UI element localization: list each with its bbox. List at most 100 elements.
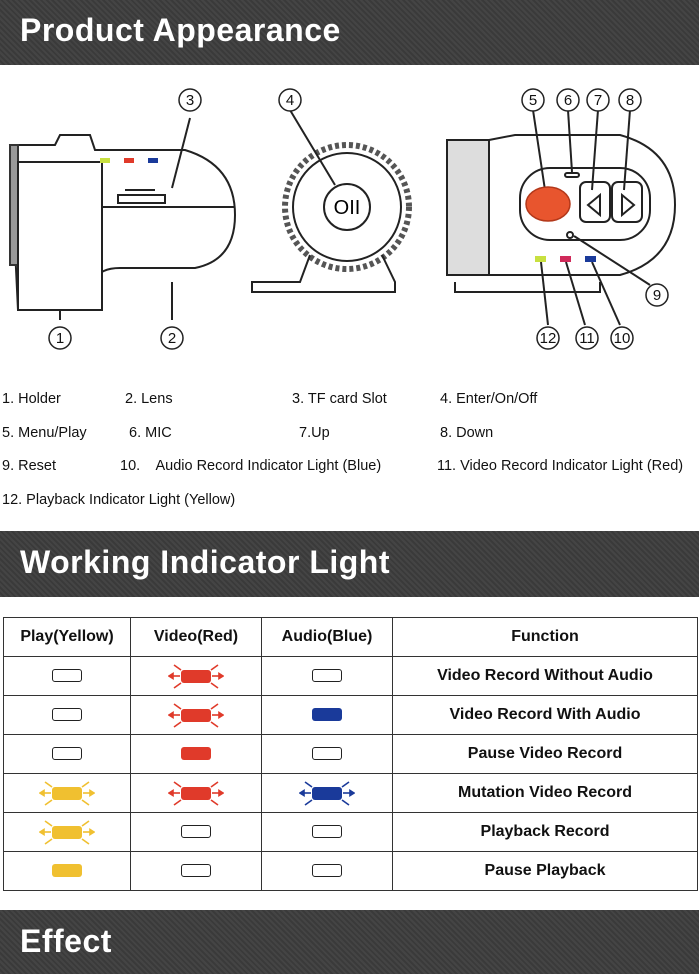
cell-play: [3, 812, 131, 852]
callout-number-4: 4: [286, 92, 294, 109]
yellow-led-back: [535, 256, 546, 262]
callout-circle-6: [556, 88, 580, 112]
parts-list: 1. Holder 2. Lens 3. TF card Slot 4. Ent…: [0, 385, 699, 525]
camera-front-view: [251, 109, 412, 293]
cell-video: [130, 773, 262, 813]
callout-circle-5: [521, 88, 545, 112]
audio-led-on: [312, 708, 342, 722]
part-12: 12. Playback Indicator Light (Yellow): [2, 492, 236, 508]
part-4: 4. Enter/On/Off: [440, 391, 538, 407]
cell-video: [130, 734, 262, 774]
audio-led-off: [312, 669, 342, 683]
table-row: Pause Playback: [3, 851, 698, 891]
callout-circle-9: [645, 283, 669, 307]
video-led-off: [181, 864, 211, 878]
cell-audio: [261, 812, 393, 852]
video-led-blink: [168, 664, 224, 689]
cell-audio: [261, 734, 393, 774]
cell-audio: [261, 695, 393, 735]
callout-number-5: 5: [529, 92, 537, 109]
table-row: Video Record With Audio: [3, 695, 698, 735]
callout-circle-4: [278, 88, 302, 112]
product-appearance-banner: Product Appearance: [0, 0, 699, 65]
cell-function: Video Record With Audio: [392, 695, 698, 735]
cell-audio: [261, 773, 393, 813]
callout-number-9: 9: [653, 287, 661, 304]
part-5: 5. Menu/Play: [2, 425, 87, 441]
callout-circle-10: [610, 326, 634, 350]
camera-side-view: [8, 117, 237, 320]
section-title: Product Appearance: [20, 12, 341, 48]
table-row: Pause Video Record: [3, 734, 698, 774]
table-row: Playback Record: [3, 812, 698, 852]
callout-circle-12: [536, 326, 560, 350]
section-title: Working Indicator Light: [20, 544, 390, 580]
video-led-on: [181, 747, 211, 761]
working-indicator-banner: Working Indicator Light: [0, 531, 699, 597]
blue-led-back: [585, 256, 596, 262]
part-7: 7.Up: [299, 425, 330, 441]
callout-number-1: 1: [56, 330, 64, 347]
section-title: Effect: [20, 923, 112, 959]
table-row: Video Record Without Audio: [3, 656, 698, 696]
callout-number-3: 3: [186, 92, 194, 109]
indicator-table: Play(Yellow) Video(Red) Audio(Blue) Func…: [3, 617, 698, 891]
audio-led-off: [312, 747, 342, 761]
video-led-blink: [168, 781, 224, 806]
callout-number-6: 6: [564, 92, 572, 109]
enter-button-glyph: OII: [334, 197, 361, 219]
table-row: Mutation Video Record: [3, 773, 698, 813]
cell-play: [3, 734, 131, 774]
red-led-back: [560, 256, 571, 262]
play-led-off: [52, 747, 82, 761]
part-9: 9. Reset: [2, 458, 56, 474]
audio-led-off: [312, 825, 342, 839]
cell-function: Video Record Without Audio: [392, 656, 698, 696]
header-function: Function: [392, 617, 698, 657]
play-led-off: [52, 669, 82, 683]
part-11: 11. Video Record Indicator Light (Red): [437, 458, 684, 474]
cell-play: [3, 773, 131, 813]
callout-circle-7: [586, 88, 610, 112]
cell-video: [130, 656, 262, 696]
cell-video: [130, 812, 262, 852]
callout-circle-1: [48, 326, 72, 350]
header-play: Play(Yellow): [3, 617, 131, 657]
callout-number-2: 2: [168, 330, 176, 347]
play-led-on: [52, 864, 82, 878]
part-2: 2. Lens: [125, 391, 173, 407]
play-led-off: [52, 708, 82, 722]
header-audio: Audio(Blue): [261, 617, 393, 657]
table-header-row: Play(Yellow) Video(Red) Audio(Blue) Func…: [3, 617, 698, 657]
part-8: 8. Down: [440, 425, 494, 441]
callout-number-11: 11: [579, 330, 595, 347]
cell-audio: [261, 851, 393, 891]
play-led-blink: [39, 781, 95, 806]
video-led-blink: [168, 703, 224, 728]
blue-led-side: [148, 158, 158, 163]
callout-circle-8: [618, 88, 642, 112]
cell-audio: [261, 656, 393, 696]
cell-play: [3, 851, 131, 891]
play-led-blink: [39, 820, 95, 845]
header-video: Video(Red): [130, 617, 262, 657]
cell-function: Pause Video Record: [392, 734, 698, 774]
cell-function: Mutation Video Record: [392, 773, 698, 813]
cell-play: [3, 695, 131, 735]
menu-play-button: [525, 186, 571, 222]
cell-function: Pause Playback: [392, 851, 698, 891]
audio-led-blink: [299, 781, 355, 806]
effect-banner: Effect: [0, 910, 699, 974]
camera-back-view: [446, 109, 677, 326]
cell-video: [130, 695, 262, 735]
part-3: 3. TF card Slot: [292, 391, 387, 407]
cell-video: [130, 851, 262, 891]
cell-function: Playback Record: [392, 812, 698, 852]
callout-circle-3: [178, 88, 202, 112]
yellow-led-side: [100, 158, 110, 163]
cell-play: [3, 656, 131, 696]
callout-number-12: 12: [540, 330, 557, 347]
callout-number-8: 8: [626, 92, 634, 109]
callout-number-10: 10: [614, 330, 631, 347]
